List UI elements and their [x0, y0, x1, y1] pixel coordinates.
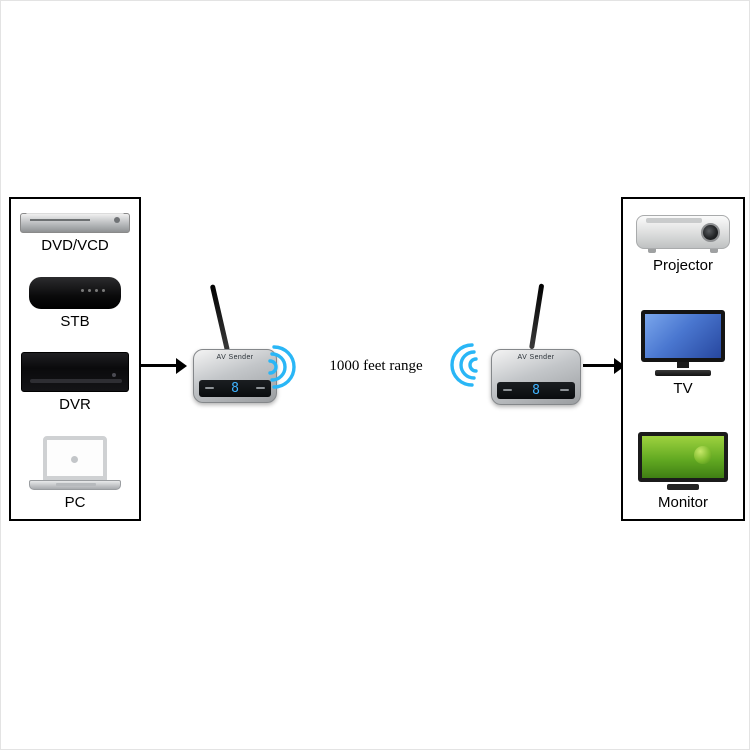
stb-icon: [29, 276, 121, 309]
dvr-strip: [30, 379, 122, 384]
receiver-body: AV Sender 8: [491, 349, 581, 405]
arrow-line: [141, 364, 176, 367]
source-devices-panel: DVD/VCD STB DVR PC: [9, 197, 141, 521]
source-item-pc: PC: [29, 435, 121, 511]
monitor-label: Monitor: [657, 494, 709, 511]
faceplate-marking: [256, 387, 265, 389]
tv-label: TV: [673, 379, 693, 397]
faceplate-marking: [560, 389, 569, 391]
wireless-waves-left-icon: [268, 345, 296, 389]
dvr-led: [112, 373, 116, 378]
dvd-ridge: [26, 211, 124, 214]
dvd-label: DVD/VCD: [41, 237, 109, 254]
dvr-icon: [21, 352, 129, 393]
projector-foot: [710, 249, 718, 253]
laptop-base: [29, 479, 121, 490]
arrow-head-icon: [176, 358, 187, 374]
tv-icon: [641, 309, 725, 376]
range-label: 1000 feet range: [329, 358, 423, 374]
monitor-screen: [642, 436, 724, 478]
laptop-keys: [56, 482, 96, 486]
receiver-brand-text: AV Sender: [517, 354, 555, 361]
output-item-monitor: Monitor: [638, 432, 728, 511]
transmitter-channel-display: 8: [231, 381, 239, 396]
dvd-body: [20, 213, 130, 233]
receiver-unit: AV Sender 8: [479, 283, 597, 405]
output-item-tv: TV: [641, 309, 725, 397]
output-devices-panel: Projector TV Monitor: [621, 197, 745, 521]
monitor-screen-ball: [694, 446, 712, 464]
monitor-stand: [667, 484, 699, 490]
monitor-icon: [638, 432, 728, 490]
dvd-player-icon: [20, 207, 130, 233]
tv-frame: [641, 309, 725, 362]
arrow-sources-to-transmitter: [141, 358, 187, 374]
tv-screen: [645, 313, 721, 358]
projector-foot: [648, 249, 656, 253]
receiver-faceplate: 8: [497, 382, 575, 399]
tv-neck: [677, 361, 689, 368]
dvr-label: DVR: [59, 396, 91, 414]
monitor-frame: [638, 432, 728, 482]
transmitter-body: AV Sender 8: [193, 349, 277, 403]
laptop-logo: [71, 456, 78, 464]
stb-dots: [81, 288, 105, 292]
tv-stand: [655, 369, 711, 376]
arrow-line: [583, 364, 614, 367]
projector-top-strip: [646, 218, 702, 223]
output-item-projector: Projector: [636, 207, 730, 274]
dvd-slot: [30, 219, 90, 221]
transmitter-unit: AV Sender 8: [185, 281, 297, 403]
faceplate-marking: [205, 387, 214, 389]
receiver-antenna-icon: [529, 283, 545, 350]
projector-lens: [701, 223, 720, 242]
source-item-dvr: DVR: [21, 352, 129, 413]
transmitter-faceplate: 8: [199, 380, 271, 397]
arrow-receiver-to-outputs: [583, 358, 625, 374]
pc-label: PC: [64, 493, 86, 511]
laptop-screen: [43, 435, 107, 480]
projector-icon: [636, 207, 730, 253]
transmitter-brand-text: AV Sender: [216, 354, 254, 361]
faceplate-marking: [503, 389, 512, 391]
wireless-waves-right-icon: [450, 343, 478, 387]
laptop-icon: [29, 435, 121, 490]
dvd-knob: [114, 217, 120, 223]
projector-label: Projector: [652, 257, 714, 274]
arrow-head-icon: [614, 358, 625, 374]
stb-label: STB: [60, 312, 90, 330]
source-item-dvd: DVD/VCD: [20, 207, 130, 254]
receiver-channel-display: 8: [532, 383, 540, 398]
source-item-stb: STB: [29, 276, 121, 330]
transmitter-antenna-icon: [209, 284, 230, 352]
